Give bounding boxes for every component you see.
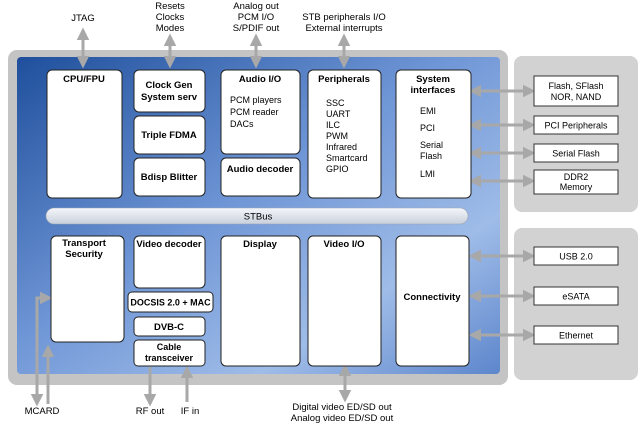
display-label: Display — [243, 239, 278, 250]
audio-io-title: Audio I/O — [239, 74, 281, 85]
audio-io-block — [220, 69, 301, 155]
peripheral-item: PWM — [326, 131, 348, 141]
ddr-box — [533, 169, 619, 195]
resets-label-2: Clocks — [156, 12, 185, 23]
mcard-label: MCARD — [25, 406, 60, 417]
transport-label-2: Security — [65, 249, 103, 260]
stbus-label: STBus — [244, 212, 273, 223]
transport-block — [50, 235, 125, 343]
ethernet-label: Ethernet — [559, 331, 594, 341]
serial-flash-label: Serial Flash — [552, 149, 600, 159]
sysif-title-1: System — [416, 74, 450, 85]
resets-label-3: Modes — [156, 23, 185, 34]
peripheral-item: Smartcard — [326, 153, 368, 163]
sysif-block — [395, 69, 472, 199]
ddr-label-2: Memory — [560, 182, 593, 192]
dvbc-block — [133, 316, 206, 337]
pci-label: PCI Peripherals — [544, 121, 608, 131]
peripherals-block — [307, 69, 382, 199]
clockgen-block — [133, 69, 206, 113]
dvbc-label: DVB-C — [154, 322, 184, 333]
stb-label-2: External interrupts — [305, 23, 382, 34]
audio-decoder-label: Audio decoder — [227, 164, 294, 175]
esata-label: eSATA — [562, 292, 589, 302]
video-io-label: Video I/O — [323, 239, 364, 250]
video-decoder-label: Video decoder — [136, 239, 202, 250]
audio-item: DACs — [230, 119, 254, 129]
sysif-item: EMI — [420, 106, 436, 116]
sysif-item: LMI — [420, 169, 435, 179]
peripheral-item: Infrared — [326, 142, 357, 152]
video-out-label-2: Analog video ED/SD out — [291, 413, 394, 424]
pci-box — [533, 115, 619, 135]
peripherals-title: Peripherals — [318, 74, 370, 85]
analog-label-2: PCM I/O — [238, 12, 274, 23]
rf-out-label: RF out — [136, 406, 165, 417]
connectivity-label: Connectivity — [403, 292, 461, 303]
analog-label-1: Analog out — [233, 1, 279, 12]
cpu-block — [46, 69, 123, 199]
flash-label-2: NOR, NAND — [551, 92, 602, 102]
audio-item: PCM players — [230, 95, 282, 105]
cable-label-1: Cable — [157, 342, 182, 352]
flash-label-1: Flash, SFlash — [548, 81, 603, 91]
cable-block — [133, 339, 206, 367]
sysif-title-2: interfaces — [411, 85, 456, 96]
audio-decoder-block — [220, 157, 301, 197]
stb-label-1: STB peripherals I/O — [302, 12, 385, 23]
bdisp-label: Bdisp Blitter — [141, 172, 198, 183]
transport-label-1: Transport — [62, 238, 107, 249]
peripheral-item: SSC — [326, 98, 345, 108]
clockgen-label-1: Clock Gen — [146, 80, 193, 91]
fdma-label: Triple FDMA — [141, 130, 197, 141]
clockgen-label-2: System serv — [141, 92, 198, 103]
display-block — [220, 235, 301, 367]
sysif-item: Serial — [420, 140, 443, 150]
sysif-item: Flash — [420, 151, 442, 161]
ddr-label-1: DDR2 — [564, 172, 589, 182]
peripheral-item: ILC — [326, 120, 341, 130]
peripheral-item: UART — [326, 109, 351, 119]
video-io-block — [307, 235, 382, 367]
cable-label-2: transceiver — [145, 353, 194, 363]
docsis-block — [127, 291, 214, 313]
if-in-label: IF in — [181, 406, 199, 417]
cpu-label: CPU/FPU — [63, 74, 105, 85]
usb-box — [533, 246, 619, 266]
fdma-block — [133, 115, 206, 155]
ethernet-box — [533, 325, 619, 345]
video-out-label-1: Digital video ED/SD out — [292, 402, 392, 413]
resets-label-1: Resets — [155, 1, 185, 12]
mcard-arrow — [30, 291, 53, 407]
sysif-item: PCI — [420, 123, 435, 133]
peripheral-item: GPIO — [326, 164, 349, 174]
esata-box — [533, 286, 619, 306]
connectivity-block — [395, 235, 470, 367]
stbus-bar — [45, 207, 469, 225]
analog-label-3: S/PDIF out — [233, 23, 280, 34]
serial-flash-box — [533, 143, 619, 163]
video-decoder-block — [133, 235, 206, 289]
audio-item: PCM reader — [230, 107, 279, 117]
usb-label: USB 2.0 — [559, 252, 593, 262]
flash-box — [533, 75, 619, 107]
docsis-label: DOCSIS 2.0 + MAC — [130, 298, 211, 308]
jtag-label: JTAG — [71, 13, 95, 24]
bdisp-block — [133, 157, 206, 197]
